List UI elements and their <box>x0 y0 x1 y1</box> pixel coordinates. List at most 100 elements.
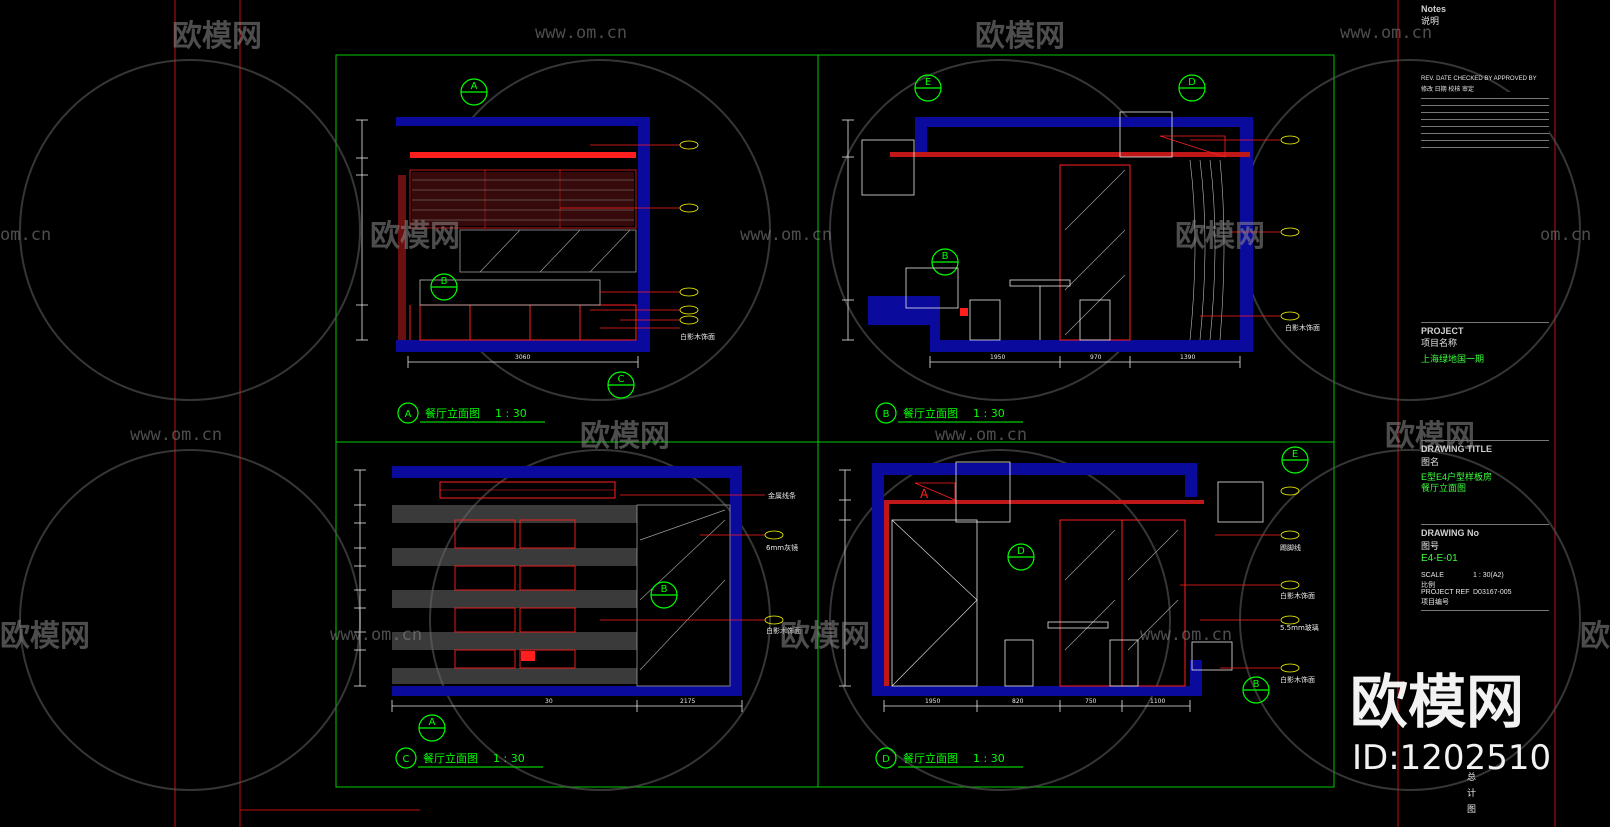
view-c-letter: C <box>403 754 410 765</box>
drawing-no: E4-E-01 <box>1421 553 1458 564</box>
viewport-frames <box>335 54 1335 788</box>
label-c-3: 白影木饰面 <box>766 626 801 635</box>
dim-d-1: 1950 <box>925 698 940 705</box>
watermark-texts: 欧模网 www.om.cn 欧模网 www.om.cn om.cn 欧模网 ww… <box>0 19 1610 654</box>
drawing-no-label: DRAWING No <box>1421 528 1479 538</box>
drawing-title-1: E型E4户型样板房 <box>1421 472 1493 482</box>
title-block: Notes 说明 REV. DATE CHECKED BY APPROVED B… <box>1415 0 1555 827</box>
svg-text:B: B <box>661 584 668 595</box>
label-a-1: 白影木饰面 <box>680 332 715 341</box>
scale-value: 1 : 30(A2) <box>1473 572 1504 579</box>
view-b-letter: B <box>883 409 890 420</box>
dim-d-2: 820 <box>1012 698 1024 705</box>
elevation-view-d: 1950 820 750 1100 D E B A <box>839 446 1319 769</box>
svg-text:C: C <box>618 374 625 385</box>
label-c-1: 金属线条 <box>768 491 796 500</box>
wm-brand-9: 欧模网 <box>1580 619 1610 654</box>
bottom-cn-2: 计 <box>1467 788 1477 798</box>
wm-brand-4: 欧模网 <box>1175 219 1265 254</box>
project-name: 上海绿地国一期 <box>1421 354 1485 364</box>
view-d-letter: D <box>882 754 890 765</box>
svg-text:A: A <box>471 81 478 92</box>
divider <box>1421 610 1549 611</box>
wm-brand-6: 欧模网 <box>1385 419 1475 454</box>
view-c-title: 餐厅立面图 <box>423 751 478 765</box>
project-ref-cn: 项目编号 <box>1421 599 1449 606</box>
view-b-scale: 1 : 30 <box>973 407 1005 420</box>
notes-label: Notes <box>1421 4 1447 14</box>
view-a-letter: A <box>405 409 412 420</box>
wm-brand-5: 欧模网 <box>580 419 670 454</box>
wm-brand-3: 欧模网 <box>370 219 460 254</box>
wm-brand-2: 欧模网 <box>975 19 1065 54</box>
project-cn: 项目名称 <box>1421 338 1458 348</box>
view-a-scale: 1 : 30 <box>495 407 527 420</box>
divider <box>1421 524 1549 525</box>
label-c-2: 6mm灰镜 <box>766 543 798 552</box>
svg-text:E: E <box>1292 449 1298 460</box>
project-label: PROJECT <box>1421 326 1464 336</box>
wm-url-9: www.om.cn <box>1140 625 1232 645</box>
view-b-title: 餐厅立面图 <box>903 406 958 420</box>
wm-url-5: om.cn <box>1540 225 1591 245</box>
wm-url-6: www.om.cn <box>130 425 222 445</box>
view-d-title: 餐厅立面图 <box>903 751 958 765</box>
bottom-cn-1: 总 <box>1467 772 1477 782</box>
drawing-title-2: 餐厅立面图 <box>1421 483 1467 493</box>
svg-text:A: A <box>920 487 929 501</box>
view-d-scale: 1 : 30 <box>973 752 1005 765</box>
scale-cn: 比例 <box>1421 582 1435 589</box>
dim-d-4: 1100 <box>1150 698 1165 705</box>
revision-table <box>1421 92 1549 152</box>
scale-label: SCALE <box>1421 572 1444 579</box>
svg-text:B: B <box>1253 679 1260 690</box>
view-c-scale: 1 : 30 <box>493 752 525 765</box>
rev-header: REV. DATE CHECKED BY APPROVED BY <box>1421 76 1537 82</box>
wm-url-7: www.om.cn <box>935 425 1027 445</box>
drawing-title-label: DRAWING TITLE <box>1421 444 1492 454</box>
elevation-view-b: 1950 970 1390 E D B 白影木饰面 B <box>842 74 1320 424</box>
label-d-1: 踢脚线 <box>1280 543 1301 552</box>
dim-b-2: 970 <box>1090 354 1102 361</box>
svg-text:B: B <box>441 276 448 287</box>
svg-text:D: D <box>1188 77 1196 88</box>
rev-header-cn: 修改 日期 校核 审定 <box>1421 87 1475 93</box>
notes-cn: 说明 <box>1421 16 1440 26</box>
bottom-cn-3: 图 <box>1467 804 1477 814</box>
divider <box>1421 440 1549 441</box>
dim-d-3: 750 <box>1085 698 1097 705</box>
wm-brand-1: 欧模网 <box>172 19 262 54</box>
watermark-big-brand: 欧模网 <box>1350 668 1525 736</box>
label-d-4: 白影木饰面 <box>1280 675 1315 684</box>
dim-b-1: 1950 <box>990 354 1005 361</box>
divider <box>1421 322 1549 323</box>
label-d-3: 5.5mm玻璃 <box>1280 623 1319 632</box>
svg-text:A: A <box>429 717 436 728</box>
sheet-frame <box>174 0 1556 827</box>
wm-url-8: www.om.cn <box>330 625 422 645</box>
label-d-2: 白影木饰面 <box>1280 591 1315 600</box>
label-b-1: 白影木饰面 <box>1285 323 1320 332</box>
wm-brand-7: 欧模网 <box>0 619 90 654</box>
wm-url-1: www.om.cn <box>535 23 627 43</box>
view-a-title: 餐厅立面图 <box>425 406 480 420</box>
dim-b-3: 1390 <box>1180 354 1195 361</box>
svg-text:D: D <box>1017 546 1025 557</box>
svg-text:B: B <box>942 251 949 262</box>
elevation-view-c: 30 2175 B A 金属线条 6mm灰镜 白影木饰面 C 餐厅立面图 1 :… <box>354 466 801 769</box>
wm-url-2: www.om.cn <box>1340 23 1432 43</box>
project-ref-value: D03167-005 <box>1473 589 1512 596</box>
dim-c-1: 30 <box>545 698 553 705</box>
elevation-view-a: 3060 A B C 白影木饰面 <box>356 78 715 424</box>
wm-brand-8: 欧模网 <box>780 619 870 654</box>
watermark-big-id: ID:1202510 <box>1352 738 1552 778</box>
svg-text:E: E <box>925 77 931 88</box>
drawing-title-cn: 图名 <box>1421 457 1440 467</box>
wm-url-3: om.cn <box>0 225 51 245</box>
dim-c-2: 2175 <box>680 698 695 705</box>
watermark-circles <box>19 59 1581 791</box>
project-ref-label: PROJECT REF <box>1421 589 1470 596</box>
wm-url-4: www.om.cn <box>740 225 832 245</box>
drawing-no-cn: 图号 <box>1421 541 1440 551</box>
